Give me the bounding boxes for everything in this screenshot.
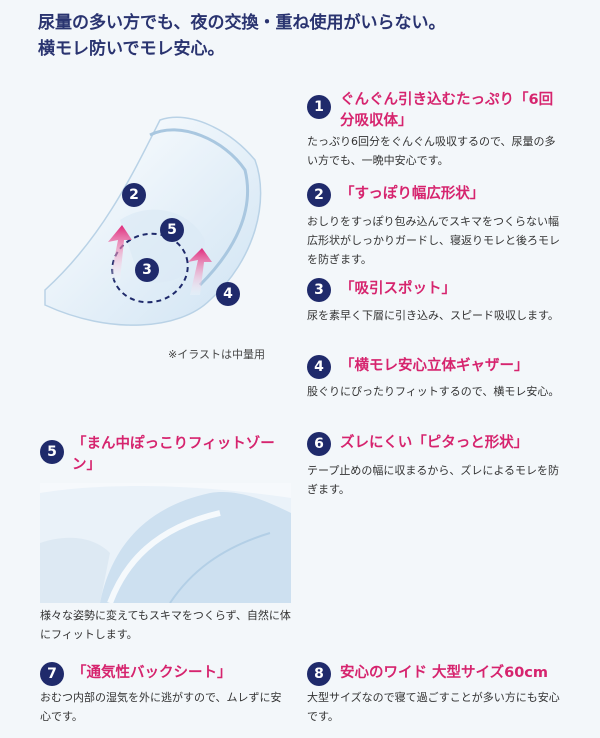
pad-closeup-photo [40, 483, 291, 603]
feature-1-title: ぐんぐん引き込むたっぷり「6回分吸収体」 [340, 92, 554, 129]
feature-1-desc: たっぷり6回分をぐんぐん吸収するので、尿量の多い方でも、一晩中安心です。 [307, 135, 556, 167]
feature-7-title: 「通気性バックシート」 [72, 665, 232, 681]
feature-3-desc: 尿を素早く下層に引き込み、スピード吸収します。 [307, 309, 559, 322]
feature-6-badge: 6 [307, 432, 331, 456]
illus-marker-5: 5 [160, 218, 184, 242]
feature-4-badge: 4 [307, 355, 331, 379]
feature-6-title: ズレにくい「ピタっと形状」 [340, 435, 529, 451]
headline-line-2: 横モレ防いでモレ安心。 [38, 39, 225, 59]
feature-7-desc: おむつ内部の湿気を外に逃がすので、ムレずに安心です。 [40, 691, 282, 723]
feature-8-desc: 大型サイズなので寝て過ごすことが多い方にも安心です。 [307, 691, 560, 723]
feature-2-title: 「すっぽり幅広形状」 [340, 186, 485, 202]
feature-6-desc: テープ止めの幅に収まるから、ズレによるモレを防ぎます。 [307, 464, 560, 496]
illus-marker-2: 2 [122, 183, 146, 207]
feature-5-title: 「まん中ぽっこりフィットゾーン」 [72, 436, 275, 473]
illustration-caption: ※イラストは中量用 [168, 348, 265, 361]
feature-2-desc: おしりをすっぽり包み込んでスキマをつくらない幅広形状がしっかりガードし、寝返りモ… [307, 215, 560, 266]
feature-7-badge: 7 [40, 662, 64, 686]
feature-8-badge: 8 [307, 662, 331, 686]
illus-marker-4: 4 [216, 282, 240, 306]
feature-2-badge: 2 [307, 183, 331, 207]
feature-8-title: 安心のワイド 大型サイズ60cm [340, 665, 548, 681]
feature-4-title: 「横モレ安心立体ギャザー」 [340, 358, 529, 374]
illus-marker-3: 3 [135, 258, 159, 282]
headline: 尿量の多い方でも、夜の交換・重ね使用がいらない。 横モレ防いでモレ安心。 [38, 10, 578, 62]
feature-5-badge: 5 [40, 440, 64, 464]
feature-5-desc: 様々な姿勢に変えてもスキマをつくらず、自然に体にフィットします。 [40, 609, 291, 641]
feature-1-badge: 1 [307, 95, 331, 119]
feature-3-title: 「吸引スポット」 [340, 281, 456, 297]
headline-line-1: 尿量の多い方でも、夜の交換・重ね使用がいらない。 [38, 13, 446, 33]
feature-4-desc: 股ぐりにぴったりフィットするので、横モレ安心。 [307, 385, 560, 398]
feature-3-badge: 3 [307, 278, 331, 302]
